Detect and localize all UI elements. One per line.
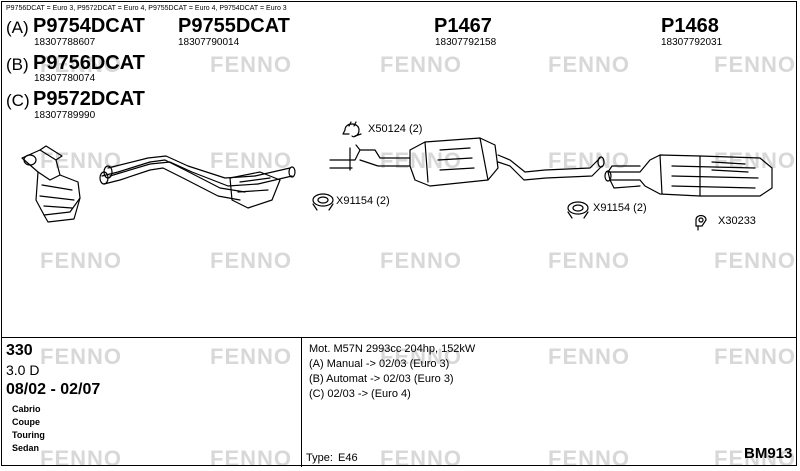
- watermark-fenno: FENNO: [210, 148, 292, 173]
- watermark-fenno: FENNO: [548, 248, 630, 273]
- watermark-fenno: FENNO: [210, 52, 292, 77]
- gasket-icon: [312, 193, 334, 211]
- variant-c-code: 18307789990: [34, 110, 96, 121]
- watermark-fenno: FENNO: [714, 148, 796, 173]
- body-type: Cabrio: [12, 404, 41, 414]
- type-label: Type:: [306, 452, 333, 464]
- vehicle-engine: 3.0 D: [6, 362, 40, 378]
- divider-vertical: [301, 337, 302, 467]
- part-p1468-code: 18307792031: [661, 37, 723, 48]
- type-value: E46: [338, 452, 358, 464]
- variant-a-code: 18307788607: [34, 37, 96, 48]
- variant-line-c: (C) 02/03 -> (Euro 4): [309, 388, 411, 400]
- watermark-fenno: FENNO: [40, 248, 122, 273]
- vehicle-model: 330: [6, 342, 33, 359]
- watermark-fenno: FENNO: [714, 446, 796, 471]
- part-p1467-code: 18307792158: [435, 37, 497, 48]
- watermark-fenno: FENNO: [380, 248, 462, 273]
- watermark-fenno: FENNO: [40, 446, 122, 471]
- engine-spec: Mot. M57N 2993cc 204hp, 152kW: [309, 343, 476, 355]
- rear-silencer-drawing: [604, 154, 773, 197]
- watermark-fenno: FENNO: [380, 52, 462, 77]
- variant-b-letter: (B): [6, 55, 29, 74]
- part-p9755dcat-code: 18307790014: [178, 37, 240, 48]
- variant-line-b: (B) Automat -> 02/03 (Euro 3): [309, 373, 454, 385]
- variant-b-part[interactable]: P9756DCAT: [33, 52, 145, 74]
- variant-c-letter: (C): [6, 91, 30, 110]
- gasket-icon: [567, 201, 589, 219]
- callout-x91154-left[interactable]: X91154 (2): [336, 195, 390, 207]
- body-type: Coupe: [12, 417, 40, 427]
- watermark-fenno: FENNO: [548, 148, 630, 173]
- watermark-fenno: FENNO: [380, 446, 462, 471]
- hanger-icon: [695, 214, 707, 231]
- middle-silencer-drawing: [329, 137, 605, 187]
- callout-x91154-right[interactable]: X91154 (2): [593, 202, 647, 214]
- variant-line-a: (A) Manual -> 02/03 (Euro 3): [309, 358, 450, 370]
- front-pipe-drawing: [99, 155, 296, 209]
- body-type: Sedan: [12, 443, 40, 453]
- watermark-fenno: FENNO: [548, 52, 630, 77]
- watermark-fenno: FENNO: [210, 446, 292, 471]
- variant-a-letter: (A): [6, 18, 29, 37]
- variant-c-part[interactable]: P9572DCAT: [33, 88, 145, 110]
- vehicle-years: 08/02 - 02/07: [6, 381, 101, 398]
- divider-horizontal: [1, 337, 797, 338]
- watermark-fenno: FENNO: [548, 344, 630, 369]
- callout-x50124[interactable]: X50124 (2): [368, 123, 423, 135]
- part-p9755dcat[interactable]: P9755DCAT: [178, 15, 290, 37]
- clamp-icon: [342, 121, 362, 138]
- sheet-number: BM913: [744, 445, 793, 462]
- callout-x30233[interactable]: X30233: [718, 215, 756, 227]
- watermark-fenno: FENNO: [714, 248, 796, 273]
- watermark-fenno: FENNO: [210, 248, 292, 273]
- watermark-fenno: FENNO: [548, 446, 630, 471]
- watermark-fenno: FENNO: [40, 344, 122, 369]
- variant-a-part[interactable]: P9754DCAT: [33, 15, 145, 37]
- watermark-fenno: FENNO: [40, 52, 122, 77]
- catalytic-converter-drawing: [21, 145, 81, 223]
- part-p1468[interactable]: P1468: [661, 15, 719, 37]
- watermark-fenno: FENNO: [714, 52, 796, 77]
- body-type: Touring: [12, 430, 45, 440]
- euro-note: P9756DCAT = Euro 3, P9572DCAT = Euro 4, …: [6, 5, 287, 12]
- part-p1467[interactable]: P1467: [434, 15, 492, 37]
- watermark-fenno: FENNO: [380, 344, 462, 369]
- watermark-fenno: FENNO: [714, 344, 796, 369]
- variant-b-code: 18307780074: [34, 73, 96, 84]
- exhaust-diagram: [21, 121, 773, 231]
- watermark-fenno: FENNO: [210, 344, 292, 369]
